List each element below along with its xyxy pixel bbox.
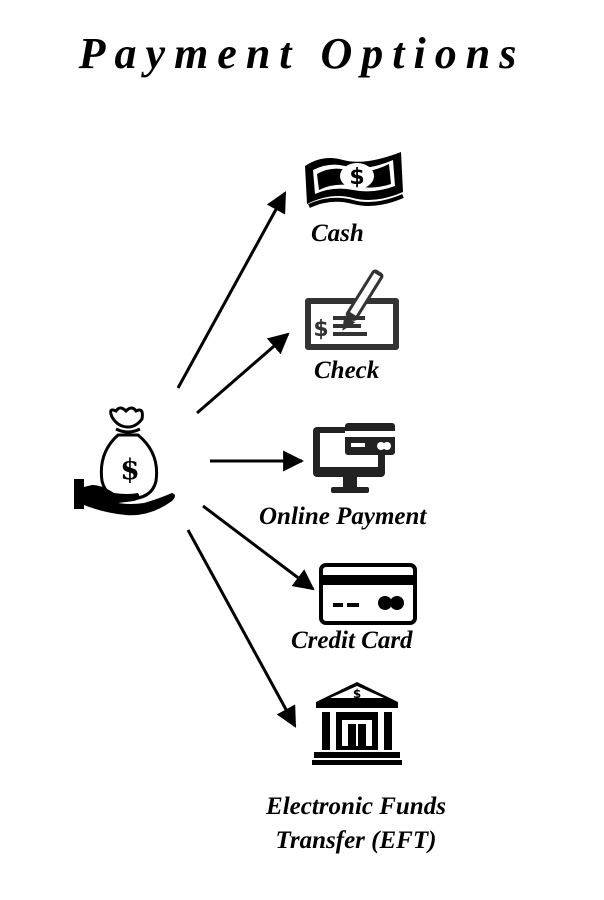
bank-dollar-symbol: $ [353,687,361,701]
option-label-cash: Cash [311,220,364,247]
arrow-to-credit-card [202,504,315,591]
arrow-to-cash [176,191,287,389]
option-label-check: Check [314,357,380,384]
bank-building-icon: $ [312,680,402,766]
option-label-eft: Electronic Funds Transfer (EFT) [232,790,480,858]
cash-banknote-icon: $ [303,144,405,214]
money-bag-dollar-symbol: $ [120,453,139,486]
cash-dollar-symbol: $ [349,165,364,190]
check-with-pen-icon: $ [303,269,401,354]
option-label-eft-line-1: Electronic Funds [266,793,446,820]
option-label-eft-line-2: Transfer (EFT) [275,827,437,854]
arrow-to-eft [186,529,297,728]
computer-with-card-icon [311,421,397,497]
hand-holding-money-bag-icon: $ [68,405,180,525]
option-label-online-payment: Online Payment [259,503,427,530]
credit-card-icon [319,563,417,625]
check-dollar-symbol: $ [313,317,328,342]
arrow-to-check [196,332,290,415]
option-label-credit-card: Credit Card [291,627,413,654]
page-title: Payment Options [78,29,526,78]
